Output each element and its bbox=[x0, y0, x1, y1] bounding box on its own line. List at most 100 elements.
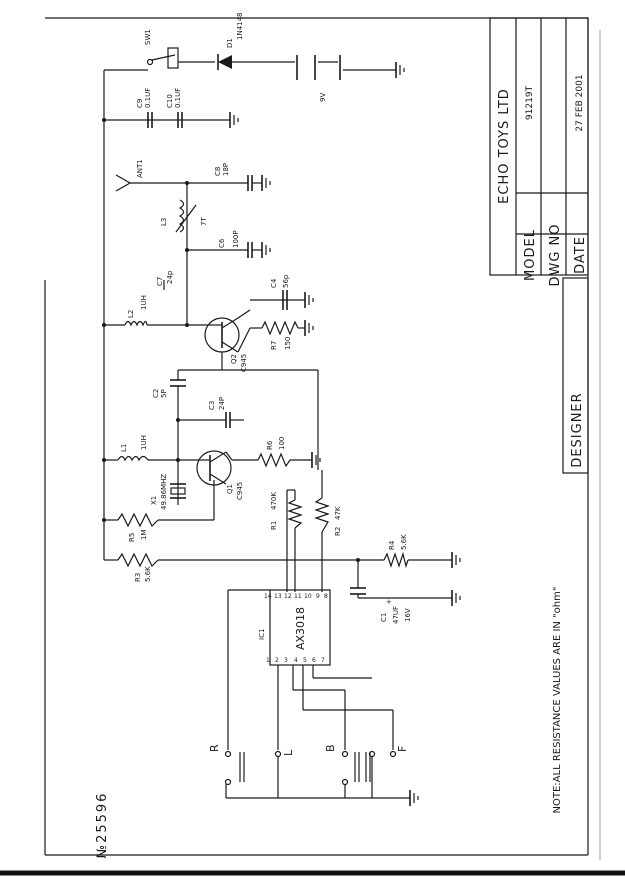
ant-label: ANT1 bbox=[136, 159, 144, 178]
button-l-label: L bbox=[282, 749, 295, 756]
pin-2: 2 bbox=[275, 657, 279, 664]
c6-label: C6 bbox=[218, 238, 226, 248]
antenna-ant1: ANT1 bbox=[115, 159, 187, 192]
r2-value: 47K bbox=[334, 506, 342, 520]
battery-label: 9V bbox=[319, 93, 327, 102]
l1-value: 1UH bbox=[140, 435, 148, 450]
c1-voltage: 16V bbox=[404, 608, 412, 622]
d1-label: D1 bbox=[226, 38, 234, 48]
button-r-label: R bbox=[208, 744, 221, 752]
pin-5: 5 bbox=[303, 657, 307, 664]
c7-value: 24p bbox=[166, 270, 174, 284]
ic1-part-number: AX3018 bbox=[294, 607, 307, 650]
capacitor-c9: C9 0.1UF bbox=[136, 88, 153, 128]
capacitor-c6: C6 100P bbox=[218, 230, 262, 258]
c1-plus: + bbox=[386, 598, 392, 606]
c10-label: C10 bbox=[166, 94, 174, 108]
c8-value: 18P bbox=[222, 163, 230, 176]
r1-value: 470K bbox=[270, 492, 278, 510]
pin-7: 7 bbox=[321, 657, 325, 664]
c9-value: 0.1UF bbox=[144, 88, 152, 108]
l2-value: 1UH bbox=[140, 295, 148, 310]
pin-8: 8 bbox=[324, 593, 328, 600]
l2-label: L2 bbox=[127, 310, 135, 318]
capacitor-c10: C10 0.1UF bbox=[166, 88, 183, 128]
inductor-l1: L1 1UH bbox=[117, 435, 149, 462]
q2-label: Q2 bbox=[230, 354, 238, 364]
capacitor-c2: C2 5P bbox=[152, 379, 186, 404]
resistor-r6: R6 100 bbox=[257, 437, 291, 468]
date-value: 27 FEB 2001 bbox=[575, 74, 585, 131]
c6-value: 100P bbox=[232, 230, 240, 248]
button-b[interactable]: B bbox=[324, 744, 360, 798]
r6-label: R6 bbox=[266, 440, 274, 450]
button-f-label: F bbox=[396, 746, 409, 752]
pin-12: 12 bbox=[284, 593, 292, 600]
c8-label: C8 bbox=[214, 167, 222, 176]
c4-label: C4 bbox=[270, 278, 278, 288]
capacitor-c4: C4 56p bbox=[270, 274, 290, 310]
wires bbox=[103, 69, 452, 799]
serial-stamp: №25596 bbox=[95, 792, 110, 859]
date-label: DATE bbox=[573, 236, 588, 274]
button-l[interactable]: L bbox=[274, 749, 296, 798]
button-r[interactable]: R bbox=[208, 744, 245, 798]
ic1-ax3018: AX3018 IC1 14 13 12 11 10 9 8 1 2 3 4 5 … bbox=[258, 589, 331, 666]
c2-label: C2 bbox=[152, 389, 160, 398]
c3-value: 24P bbox=[218, 397, 226, 410]
resistor-r2: R2 47K bbox=[314, 497, 342, 536]
q1-value: C945 bbox=[236, 482, 244, 500]
junctions bbox=[102, 118, 360, 562]
ic1-label: IC1 bbox=[258, 629, 266, 640]
ground-symbols bbox=[229, 62, 461, 806]
pin-4: 4 bbox=[294, 657, 298, 664]
c9-label: C9 bbox=[136, 99, 144, 108]
pin-9: 9 bbox=[316, 593, 320, 600]
resistor-r5: R5 1M bbox=[117, 512, 159, 542]
r5-value: 1M bbox=[140, 530, 148, 541]
c1-label: C1 bbox=[380, 613, 388, 622]
transistor-q1: Q1 C945 bbox=[196, 450, 244, 500]
capacitor-c3: C3 24P bbox=[208, 397, 244, 428]
r7-label: R7 bbox=[270, 341, 278, 350]
l3-value: 7T bbox=[200, 217, 208, 226]
pin-1: 1 bbox=[266, 657, 270, 664]
dwg-no-label: DWG NO bbox=[548, 223, 563, 286]
switch-sw1: SW1 bbox=[144, 29, 215, 69]
c10-value: 0.1UF bbox=[174, 88, 182, 108]
resistor-r1: R1 470K bbox=[270, 492, 303, 530]
c2-value: 5P bbox=[160, 389, 168, 398]
l1-label: L1 bbox=[120, 444, 128, 452]
c3-label: C3 bbox=[208, 401, 216, 410]
crystal-x1: X1 49.86MHZ bbox=[150, 474, 186, 510]
r3-value: 5.6K bbox=[144, 566, 152, 582]
r3-label: R3 bbox=[134, 573, 142, 582]
d1-value: 1N4148 bbox=[236, 12, 244, 40]
r4-label: R4 bbox=[388, 540, 396, 550]
x1-label: X1 bbox=[150, 496, 158, 505]
ic1-top-pins: 14 13 12 11 10 9 8 bbox=[264, 593, 328, 600]
r7-value: 150 bbox=[284, 337, 292, 350]
capacitor-c1: + C1 47UF 16V bbox=[350, 585, 412, 624]
pin-3: 3 bbox=[284, 657, 288, 664]
ic1-bottom-pins: 1 2 3 4 5 6 7 bbox=[266, 657, 325, 664]
c1-value: 47UF bbox=[392, 606, 400, 624]
button-f[interactable]: F bbox=[365, 746, 409, 798]
resistor-r4: R4 5.6K bbox=[383, 534, 409, 569]
x1-value: 49.86MHZ bbox=[160, 474, 168, 510]
capacitor-c8: C8 18P bbox=[214, 163, 262, 191]
pin-11: 11 bbox=[294, 593, 302, 600]
inductor-l2: L2 1UH bbox=[124, 295, 148, 327]
sw1-label: SW1 bbox=[144, 29, 152, 45]
model-value: 91219T bbox=[525, 85, 535, 120]
r6-value: 100 bbox=[278, 437, 286, 450]
transistor-q2: Q2 C945 bbox=[204, 309, 251, 372]
capacitor-c7: C7 24p bbox=[156, 270, 174, 290]
r4-value: 5.6K bbox=[400, 534, 408, 550]
resistor-r7: R7 150 bbox=[261, 320, 299, 350]
button-b-label: B bbox=[324, 744, 337, 752]
pin-10: 10 bbox=[304, 593, 312, 600]
company-name: ECHO TOYS LTD bbox=[497, 88, 512, 204]
